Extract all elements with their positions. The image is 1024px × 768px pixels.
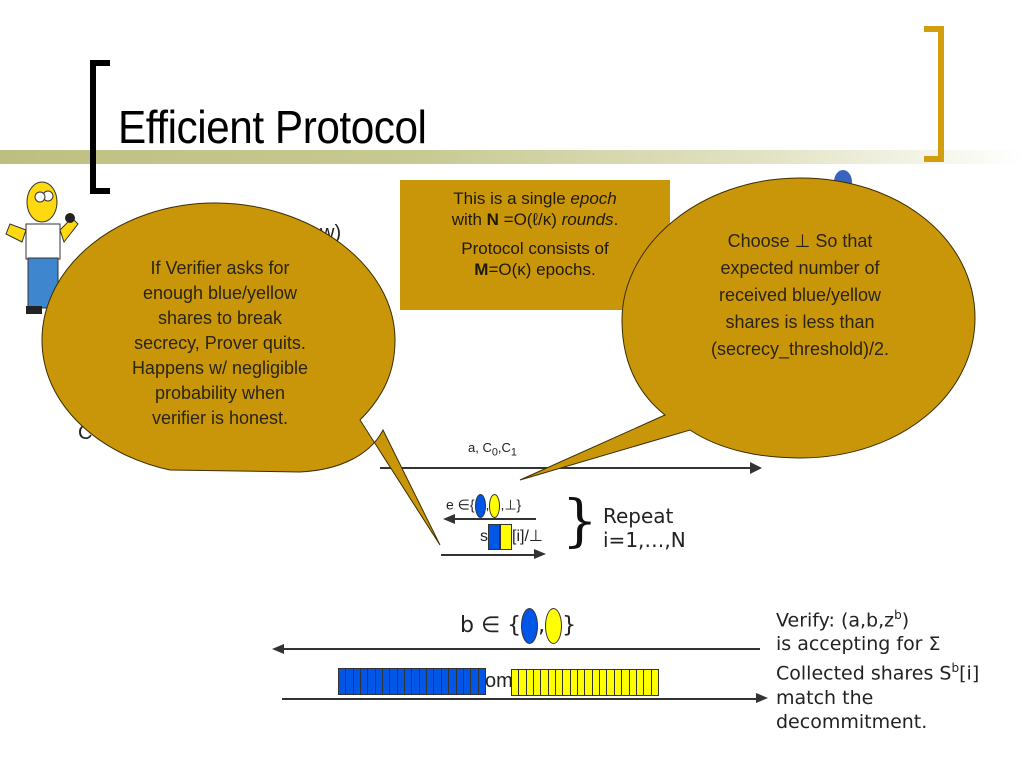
share-cell — [600, 670, 608, 695]
share-cell — [644, 670, 652, 695]
repeat-brace-icon: } — [562, 489, 598, 554]
yellow-shares-bar — [511, 669, 659, 696]
share-cell — [442, 669, 450, 694]
slide-title: Efficient Protocol — [118, 101, 427, 153]
share-cell — [398, 669, 406, 694]
share-cell — [383, 669, 391, 694]
share-cell — [541, 670, 549, 695]
blue-share-icon — [488, 524, 500, 550]
share-cell — [534, 670, 542, 695]
blue-choice-icon — [521, 608, 539, 644]
share-cell — [405, 669, 413, 694]
share-cell — [578, 670, 586, 695]
verify-conditions: Verify: (a,b,zb) is accepting for Σ Coll… — [776, 608, 980, 733]
final-response-arrow — [282, 698, 758, 700]
blue-shares-bar — [338, 668, 486, 695]
share-cell — [420, 669, 428, 694]
share-cell — [346, 669, 354, 694]
share-cell — [427, 669, 435, 694]
share-cell — [637, 670, 645, 695]
right-bracket-decoration — [924, 26, 944, 162]
share-cell — [390, 669, 398, 694]
commit-arrow — [380, 467, 752, 469]
share-cell — [615, 670, 623, 695]
title-underline-band — [0, 150, 1024, 164]
final-challenge-arrow — [282, 648, 760, 650]
yellow-share-icon — [500, 524, 512, 550]
share-cell — [354, 669, 362, 694]
right-bubble-text: Choose ⊥ So that expected number of rece… — [710, 231, 890, 359]
arrow-head-left-icon — [272, 644, 284, 654]
yellow-choice-icon — [489, 494, 501, 518]
share-cell — [376, 669, 384, 694]
share-cell — [339, 669, 347, 694]
share-cell — [571, 670, 579, 695]
share-cell — [457, 669, 464, 694]
share-cell — [585, 670, 593, 695]
right-bubble-shape — [519, 177, 976, 481]
share-cell — [622, 670, 630, 695]
epoch-note-box: This is a single epoch with N =O(ℓ/κ) ro… — [400, 180, 670, 310]
commit-message-label: a, C0,C1 — [468, 440, 517, 459]
share-cell — [519, 670, 527, 695]
share-cell — [593, 670, 601, 695]
final-challenge-label: b ∈ {,} — [460, 608, 576, 644]
share-cell — [434, 669, 442, 694]
left-bubble-shape — [41, 202, 441, 546]
share-cell — [464, 669, 472, 694]
share-cell — [471, 669, 479, 694]
share-cell — [361, 669, 369, 694]
hidden-response-fragment: om — [485, 670, 513, 692]
arrow-head-left-icon — [443, 514, 455, 524]
challenge-message-label: e ∈{,,⊥} — [446, 494, 521, 518]
response-message-label: s[i]/⊥ — [480, 524, 543, 550]
arrow-head-right-icon — [756, 693, 768, 703]
share-cell — [527, 670, 535, 695]
share-cell — [449, 669, 457, 694]
left-bracket-decoration — [90, 60, 110, 194]
share-cell — [556, 670, 564, 695]
response-arrow — [441, 554, 536, 556]
share-cell — [630, 670, 637, 695]
repeat-label: Repeat i=1,…,N — [603, 504, 686, 552]
share-cell — [512, 670, 520, 695]
share-cell — [607, 670, 615, 695]
share-cell — [412, 669, 420, 694]
arrow-head-right-icon — [534, 549, 546, 559]
arrow-head-right-icon — [750, 462, 762, 474]
share-cell — [549, 670, 557, 695]
share-cell — [563, 670, 571, 695]
challenge-arrow — [453, 518, 536, 520]
blue-choice-icon — [474, 494, 486, 518]
left-bubble-text: If Verifier asks for enough blue/yellow … — [131, 258, 309, 428]
yellow-choice-icon — [545, 608, 563, 644]
share-cell — [368, 669, 376, 694]
